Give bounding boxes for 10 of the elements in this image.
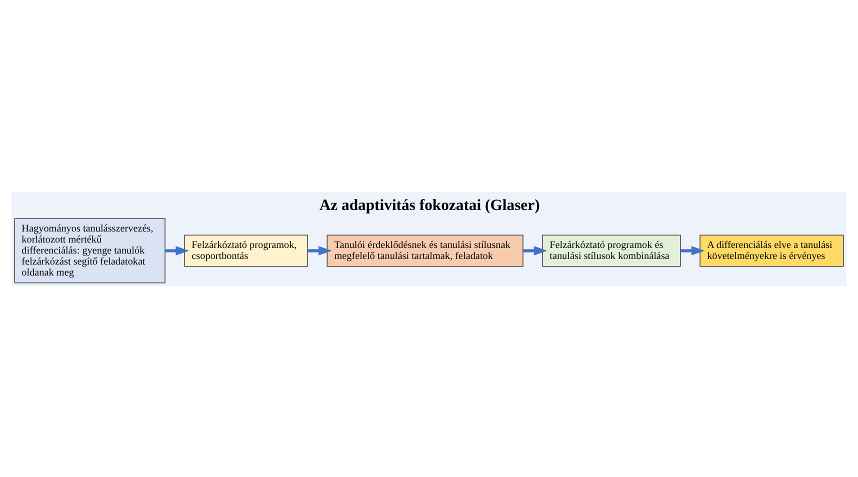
diagram-title: Az adaptivitás fokozatai (Glaser) bbox=[319, 196, 540, 214]
arrow bbox=[165, 246, 190, 255]
node-box: Hagyományos tanulásszervezés, korlátozott mértékű differenciálás: gyenge tanulók felzárkózást segítő feladatokat oldanak meg bbox=[14, 218, 166, 283]
node-box: Felzárkóztató programok és tanulási stílusok kombinálása bbox=[542, 234, 681, 266]
arrow bbox=[523, 246, 548, 255]
node-box: Tanulói érdeklődésnek és tanulási stílusnak megfelelő tanulási tartalmak, feladatok bbox=[326, 234, 524, 266]
node-box: Felzárkóztató programok, csoportbontás bbox=[184, 234, 308, 266]
arrow bbox=[680, 246, 705, 255]
arrow bbox=[308, 246, 332, 255]
node-box: A differenciálás elve a tanulási követelményekre is érvényes bbox=[700, 234, 844, 266]
